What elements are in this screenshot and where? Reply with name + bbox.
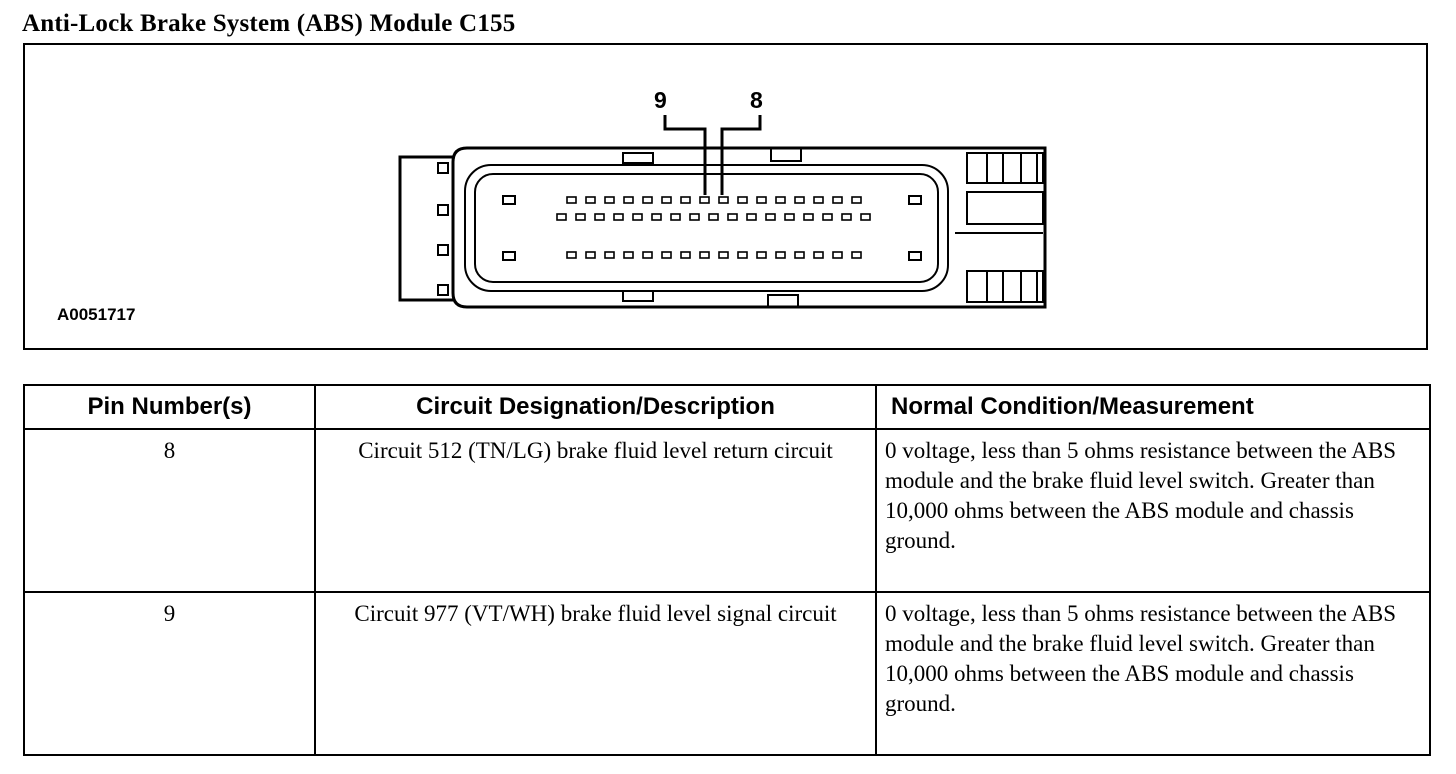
pin-cavity <box>594 213 605 221</box>
pin-cavity <box>661 251 672 259</box>
pin-cavity <box>813 251 824 259</box>
normal-measurement: 0 voltage, less than 5 ohms resistance b… <box>875 428 1431 593</box>
pin-cavity <box>642 251 653 259</box>
pin-cavity <box>632 213 643 221</box>
callout-pin-9: 9 <box>654 87 667 113</box>
pin-cavity <box>604 251 615 259</box>
pin-cavity <box>718 251 729 259</box>
pin-cavity <box>737 251 748 259</box>
pin-cavity <box>604 196 615 204</box>
pin-cavity <box>765 213 776 221</box>
pin-cavity <box>575 213 586 221</box>
pin-cavity <box>680 196 691 204</box>
table-header-row: Pin Number(s) Circuit Designation/Descri… <box>23 384 1431 430</box>
circuit-description: Circuit 977 (VT/WH) brake fluid level si… <box>314 591 877 756</box>
pin-cavity <box>851 196 862 204</box>
pin-cavity <box>756 251 767 259</box>
pin-cavity <box>566 196 577 204</box>
header-circuit-description: Circuit Designation/Description <box>314 384 877 430</box>
pin-cavity <box>822 213 833 221</box>
pin-cavity <box>623 251 634 259</box>
pin-cavity <box>699 251 710 259</box>
pin-cavity <box>566 251 577 259</box>
pin-number: 9 <box>23 591 316 756</box>
pin-cavity <box>803 213 814 221</box>
electrical-connector-icon <box>398 115 1047 309</box>
pin-cavity <box>727 213 738 221</box>
pin-table: Pin Number(s) Circuit Designation/Descri… <box>23 384 1431 756</box>
pin-cavity <box>746 213 757 221</box>
pin-cavity <box>841 213 852 221</box>
pin-cavity <box>718 196 729 204</box>
header-pin-number: Pin Number(s) <box>23 384 316 430</box>
pin-cavity <box>699 196 710 204</box>
pin-number: 8 <box>23 428 316 593</box>
pin-cavity <box>794 196 805 204</box>
pin-cavity <box>661 196 672 204</box>
callout-pin-8: 8 <box>750 87 763 113</box>
pin-cavity <box>775 196 786 204</box>
pin-cavity <box>851 251 862 259</box>
pin-cavity <box>585 251 596 259</box>
pin-cavity <box>708 213 719 221</box>
pin-cavity <box>775 251 786 259</box>
page-title: Anti-Lock Brake System (ABS) Module C155 <box>22 10 516 37</box>
pin-cavity <box>794 251 805 259</box>
table-row: 8 Circuit 512 (TN/LG) brake fluid level … <box>23 428 1431 593</box>
pin-cavity <box>756 196 767 204</box>
pin-cavity <box>623 196 634 204</box>
pin-cavity <box>642 196 653 204</box>
pin-cavity <box>737 196 748 204</box>
table-row: 9 Circuit 977 (VT/WH) brake fluid level … <box>23 591 1431 756</box>
pin-cavity <box>813 196 824 204</box>
pin-cavity <box>832 196 843 204</box>
pin-cavity <box>613 213 624 221</box>
pin-cavity <box>556 213 567 221</box>
pin-cavity <box>689 213 700 221</box>
pin-cavity <box>670 213 681 221</box>
circuit-description: Circuit 512 (TN/LG) brake fluid level re… <box>314 428 877 593</box>
header-normal-condition: Normal Condition/Measurement <box>875 384 1431 430</box>
pin-cavity <box>860 213 871 221</box>
figure-id: A0051717 <box>57 305 136 324</box>
pin-cavity <box>832 251 843 259</box>
pin-cavity <box>784 213 795 221</box>
pin-cavity <box>680 251 691 259</box>
pin-cavity <box>651 213 662 221</box>
connector-diagram: 9 8 A0051717 <box>23 43 1428 350</box>
normal-measurement: 0 voltage, less than 5 ohms resistance b… <box>875 591 1431 756</box>
pin-cavity <box>585 196 596 204</box>
